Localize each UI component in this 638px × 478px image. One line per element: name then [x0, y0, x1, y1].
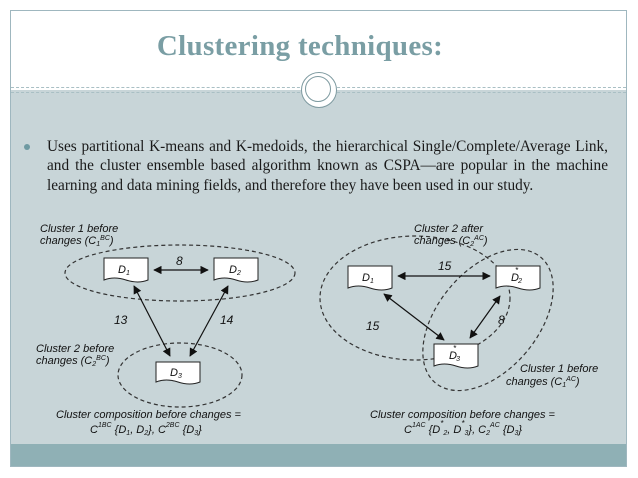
- left-node-d3: D3: [155, 361, 201, 385]
- right-node-d1: D1: [347, 265, 393, 291]
- left-cluster2-ellipse: [117, 342, 243, 408]
- right-cluster1-ellipse: [422, 248, 554, 392]
- right-node-d2: D*2: [495, 265, 541, 291]
- left-cluster1-label-2: changes (C1BC): [40, 235, 114, 248]
- svg-text:D*3: D*3: [449, 344, 460, 363]
- right-edge-d2-d3-weight: 8: [498, 313, 505, 327]
- title-ornament-inner-icon: [305, 76, 331, 102]
- right-caption-1: Cluster composition before changes =: [370, 409, 556, 421]
- left-caption-1: Cluster composition before changes =: [56, 409, 242, 421]
- bullet-dot-icon: [24, 144, 30, 150]
- left-edge-d1-d2-weight: 8: [176, 254, 183, 268]
- right-edge-d1-d3-weight: 15: [366, 319, 380, 333]
- right-cluster1-label-2: changes (C1AC): [506, 376, 580, 389]
- right-cluster1-label-1: Cluster 1 before: [520, 363, 598, 375]
- left-edge-d2-d3: [189, 285, 229, 357]
- right-cluster2-label-2: changes (C2AC): [414, 235, 488, 248]
- svg-text:D*2: D*2: [511, 266, 522, 285]
- right-edge-d1-d3: [383, 293, 445, 341]
- clustering-diagram: Cluster 1 before changes (C1BC) Cluster …: [36, 223, 598, 437]
- svg-text:D2: D2: [229, 264, 241, 277]
- left-diagram: Cluster 1 before changes (C1BC) Cluster …: [36, 223, 296, 437]
- left-cluster2-label-1: Cluster 2 before: [36, 343, 114, 355]
- right-edge-d2-d3: [469, 295, 501, 339]
- left-cluster2-label-2: changes (C2BC): [36, 355, 110, 368]
- right-edge-d1-d2-weight: 15: [438, 259, 452, 273]
- left-cluster1-label-1: Cluster 1 before: [40, 223, 118, 235]
- svg-text:D1: D1: [118, 264, 130, 277]
- left-node-d2: D2: [213, 257, 259, 283]
- slide-title: Clustering techniques:: [156, 30, 444, 62]
- bullet-text: Uses partitional K-means and K-medoids, …: [47, 138, 608, 194]
- left-node-d1: D1: [103, 257, 149, 283]
- footer-bar: [11, 444, 626, 466]
- right-node-d3: D*3: [433, 343, 479, 369]
- left-edge-d1-d3: [133, 285, 171, 357]
- left-cluster1-ellipse: [64, 244, 296, 302]
- left-caption-2: C1BC {D1, D2}, C2BC {D3}: [90, 422, 202, 437]
- right-caption-2: C1AC {D*2, D*3}, C2AC {D3}: [404, 419, 522, 437]
- left-edge-d1-d3-weight: 13: [114, 313, 128, 327]
- svg-text:D3: D3: [170, 367, 182, 380]
- right-cluster2-ellipse: [319, 235, 511, 361]
- svg-text:D1: D1: [362, 272, 374, 285]
- left-edge-d2-d3-weight: 14: [220, 313, 234, 327]
- right-diagram: Cluster 2 after changes (C2AC) Cluster 1…: [319, 223, 598, 437]
- right-cluster2-label-1: Cluster 2 after: [414, 223, 484, 235]
